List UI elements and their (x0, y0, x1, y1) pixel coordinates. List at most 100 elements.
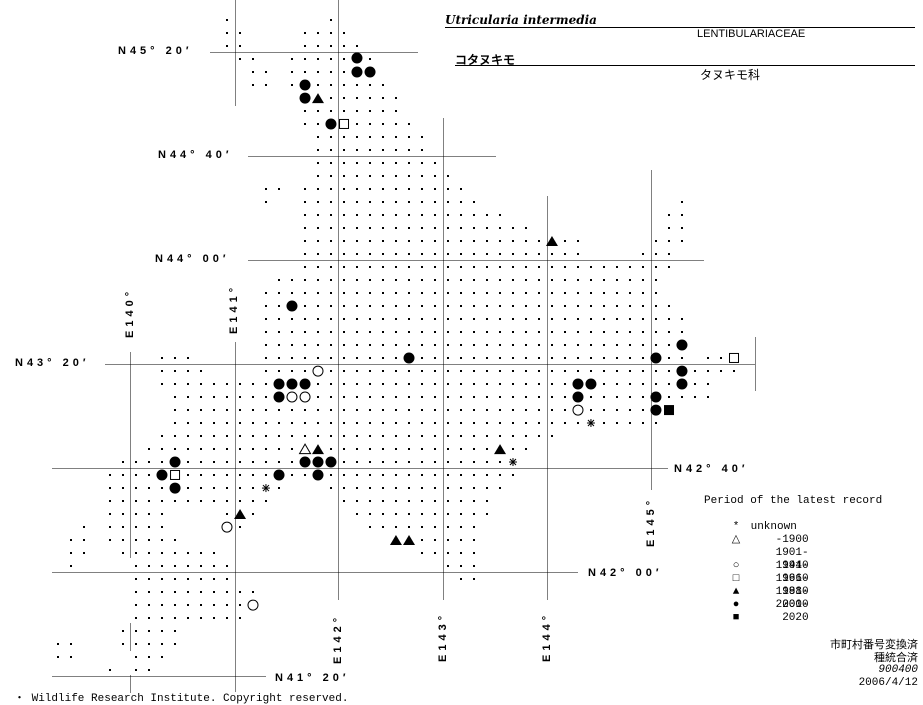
mesh-dot (447, 227, 449, 229)
mesh-dot (447, 513, 449, 515)
mesh-dot (447, 318, 449, 320)
mesh-dot (590, 409, 592, 411)
mesh-dot (447, 201, 449, 203)
mesh-dot (330, 227, 332, 229)
mesh-dot (213, 591, 215, 593)
mesh-dot (668, 266, 670, 268)
mesh-dot (330, 32, 332, 34)
mesh-dot (109, 526, 111, 528)
mesh-dot (434, 435, 436, 437)
mesh-dot (304, 110, 306, 112)
mesh-dot (330, 435, 332, 437)
mesh-dot (538, 344, 540, 346)
mesh-dot (265, 305, 267, 307)
mesh-dot (226, 617, 228, 619)
mesh-dot (70, 552, 72, 554)
mesh-dot (330, 396, 332, 398)
mesh-dot (408, 422, 410, 424)
mesh-dot (486, 370, 488, 372)
mesh-dot (330, 136, 332, 138)
mesh-dot (434, 292, 436, 294)
mesh-dot (122, 539, 124, 541)
mesh-dot (473, 383, 475, 385)
mesh-dot (317, 318, 319, 320)
mesh-dot (577, 318, 579, 320)
mesh-dot (161, 643, 163, 645)
marker-open-triangle (298, 443, 312, 455)
mesh-dot (83, 552, 85, 554)
lon-label-141: E141° (228, 283, 240, 334)
mesh-dot (486, 357, 488, 359)
mesh-dot (317, 396, 319, 398)
mesh-dot (239, 435, 241, 437)
marker-filled-circle (273, 378, 285, 390)
mesh-dot (655, 370, 657, 372)
mesh-dot (161, 578, 163, 580)
mesh-dot (57, 656, 59, 658)
mesh-dot (278, 357, 280, 359)
mesh-dot (525, 435, 527, 437)
mesh-dot (668, 370, 670, 372)
mesh-dot (122, 643, 124, 645)
mesh-dot (135, 526, 137, 528)
mesh-dot (304, 474, 306, 476)
mesh-dot (239, 383, 241, 385)
mesh-dot (395, 201, 397, 203)
mesh-dot (473, 435, 475, 437)
mesh-dot (655, 240, 657, 242)
mesh-dot (174, 357, 176, 359)
mesh-dot (356, 253, 358, 255)
mesh-dot (148, 552, 150, 554)
mesh-dot (317, 240, 319, 242)
mesh-dot (70, 643, 72, 645)
mesh-dot (473, 409, 475, 411)
japanese-title-rule (455, 65, 915, 66)
mesh-dot (486, 253, 488, 255)
mesh-dot (226, 500, 228, 502)
mesh-dot (395, 149, 397, 151)
mesh-dot (499, 253, 501, 255)
mesh-dot (135, 630, 137, 632)
mesh-dot (213, 383, 215, 385)
mesh-dot (421, 526, 423, 528)
marker-filled-circle (325, 456, 337, 468)
mesh-dot (239, 474, 241, 476)
mesh-dot (343, 253, 345, 255)
open-circle-icon: ○ (732, 560, 740, 572)
mesh-dot (161, 630, 163, 632)
mesh-dot (421, 422, 423, 424)
marker-filled-triangle (311, 93, 324, 104)
mesh-dot (421, 279, 423, 281)
mesh-dot (551, 305, 553, 307)
mesh-dot (161, 500, 163, 502)
mesh-dot (499, 409, 501, 411)
mesh-dot (304, 370, 306, 372)
mesh-dot (252, 500, 254, 502)
mesh-dot (148, 565, 150, 567)
marker-open-square (729, 352, 740, 363)
marker-filled-circle (351, 66, 363, 78)
mesh-dot (343, 214, 345, 216)
mesh-dot (161, 435, 163, 437)
mesh-dot (187, 591, 189, 593)
mesh-dot (356, 474, 358, 476)
legend-label: -1900 (775, 534, 809, 546)
credit-conversion: 市町村番号変換済 (830, 638, 918, 651)
mesh-dot (460, 201, 462, 203)
mesh-dot (304, 214, 306, 216)
mesh-dot (369, 123, 371, 125)
mesh-dot (460, 435, 462, 437)
mesh-dot (213, 565, 215, 567)
mesh-dot (421, 136, 423, 138)
marker-filled-circle (273, 469, 285, 481)
mesh-dot (616, 318, 618, 320)
mesh-dot (603, 396, 605, 398)
mesh-dot (239, 58, 241, 60)
mesh-dot (447, 253, 449, 255)
mesh-dot (434, 188, 436, 190)
mesh-dot (642, 422, 644, 424)
mesh-dot (603, 344, 605, 346)
marker-filled-circle (403, 352, 415, 364)
mesh-dot (421, 149, 423, 151)
marker-filled-triangle (545, 235, 558, 246)
